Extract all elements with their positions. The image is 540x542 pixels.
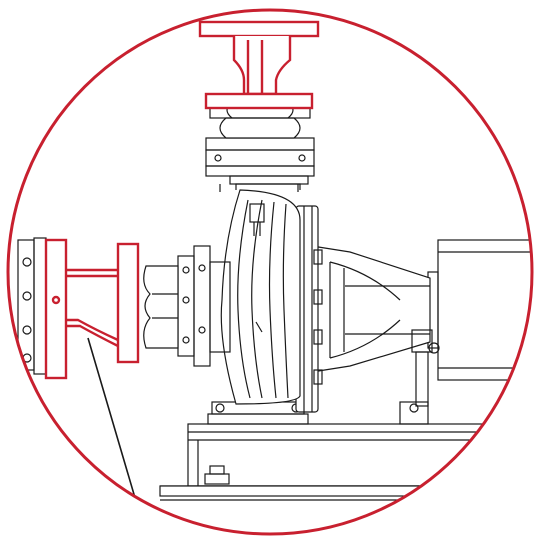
discharge-spool-piece [198, 20, 320, 110]
pump-casing [220, 189, 301, 405]
baseplate [159, 423, 532, 501]
suction-spool-piece [44, 238, 140, 380]
casing-flange [295, 205, 323, 413]
discharge-nozzle [205, 149, 315, 192]
bearing-bracket [311, 245, 440, 407]
expansion-joint-side [143, 245, 231, 367]
detail-circle [6, 8, 534, 536]
motor [427, 239, 532, 381]
highlighted-spools [44, 20, 320, 380]
